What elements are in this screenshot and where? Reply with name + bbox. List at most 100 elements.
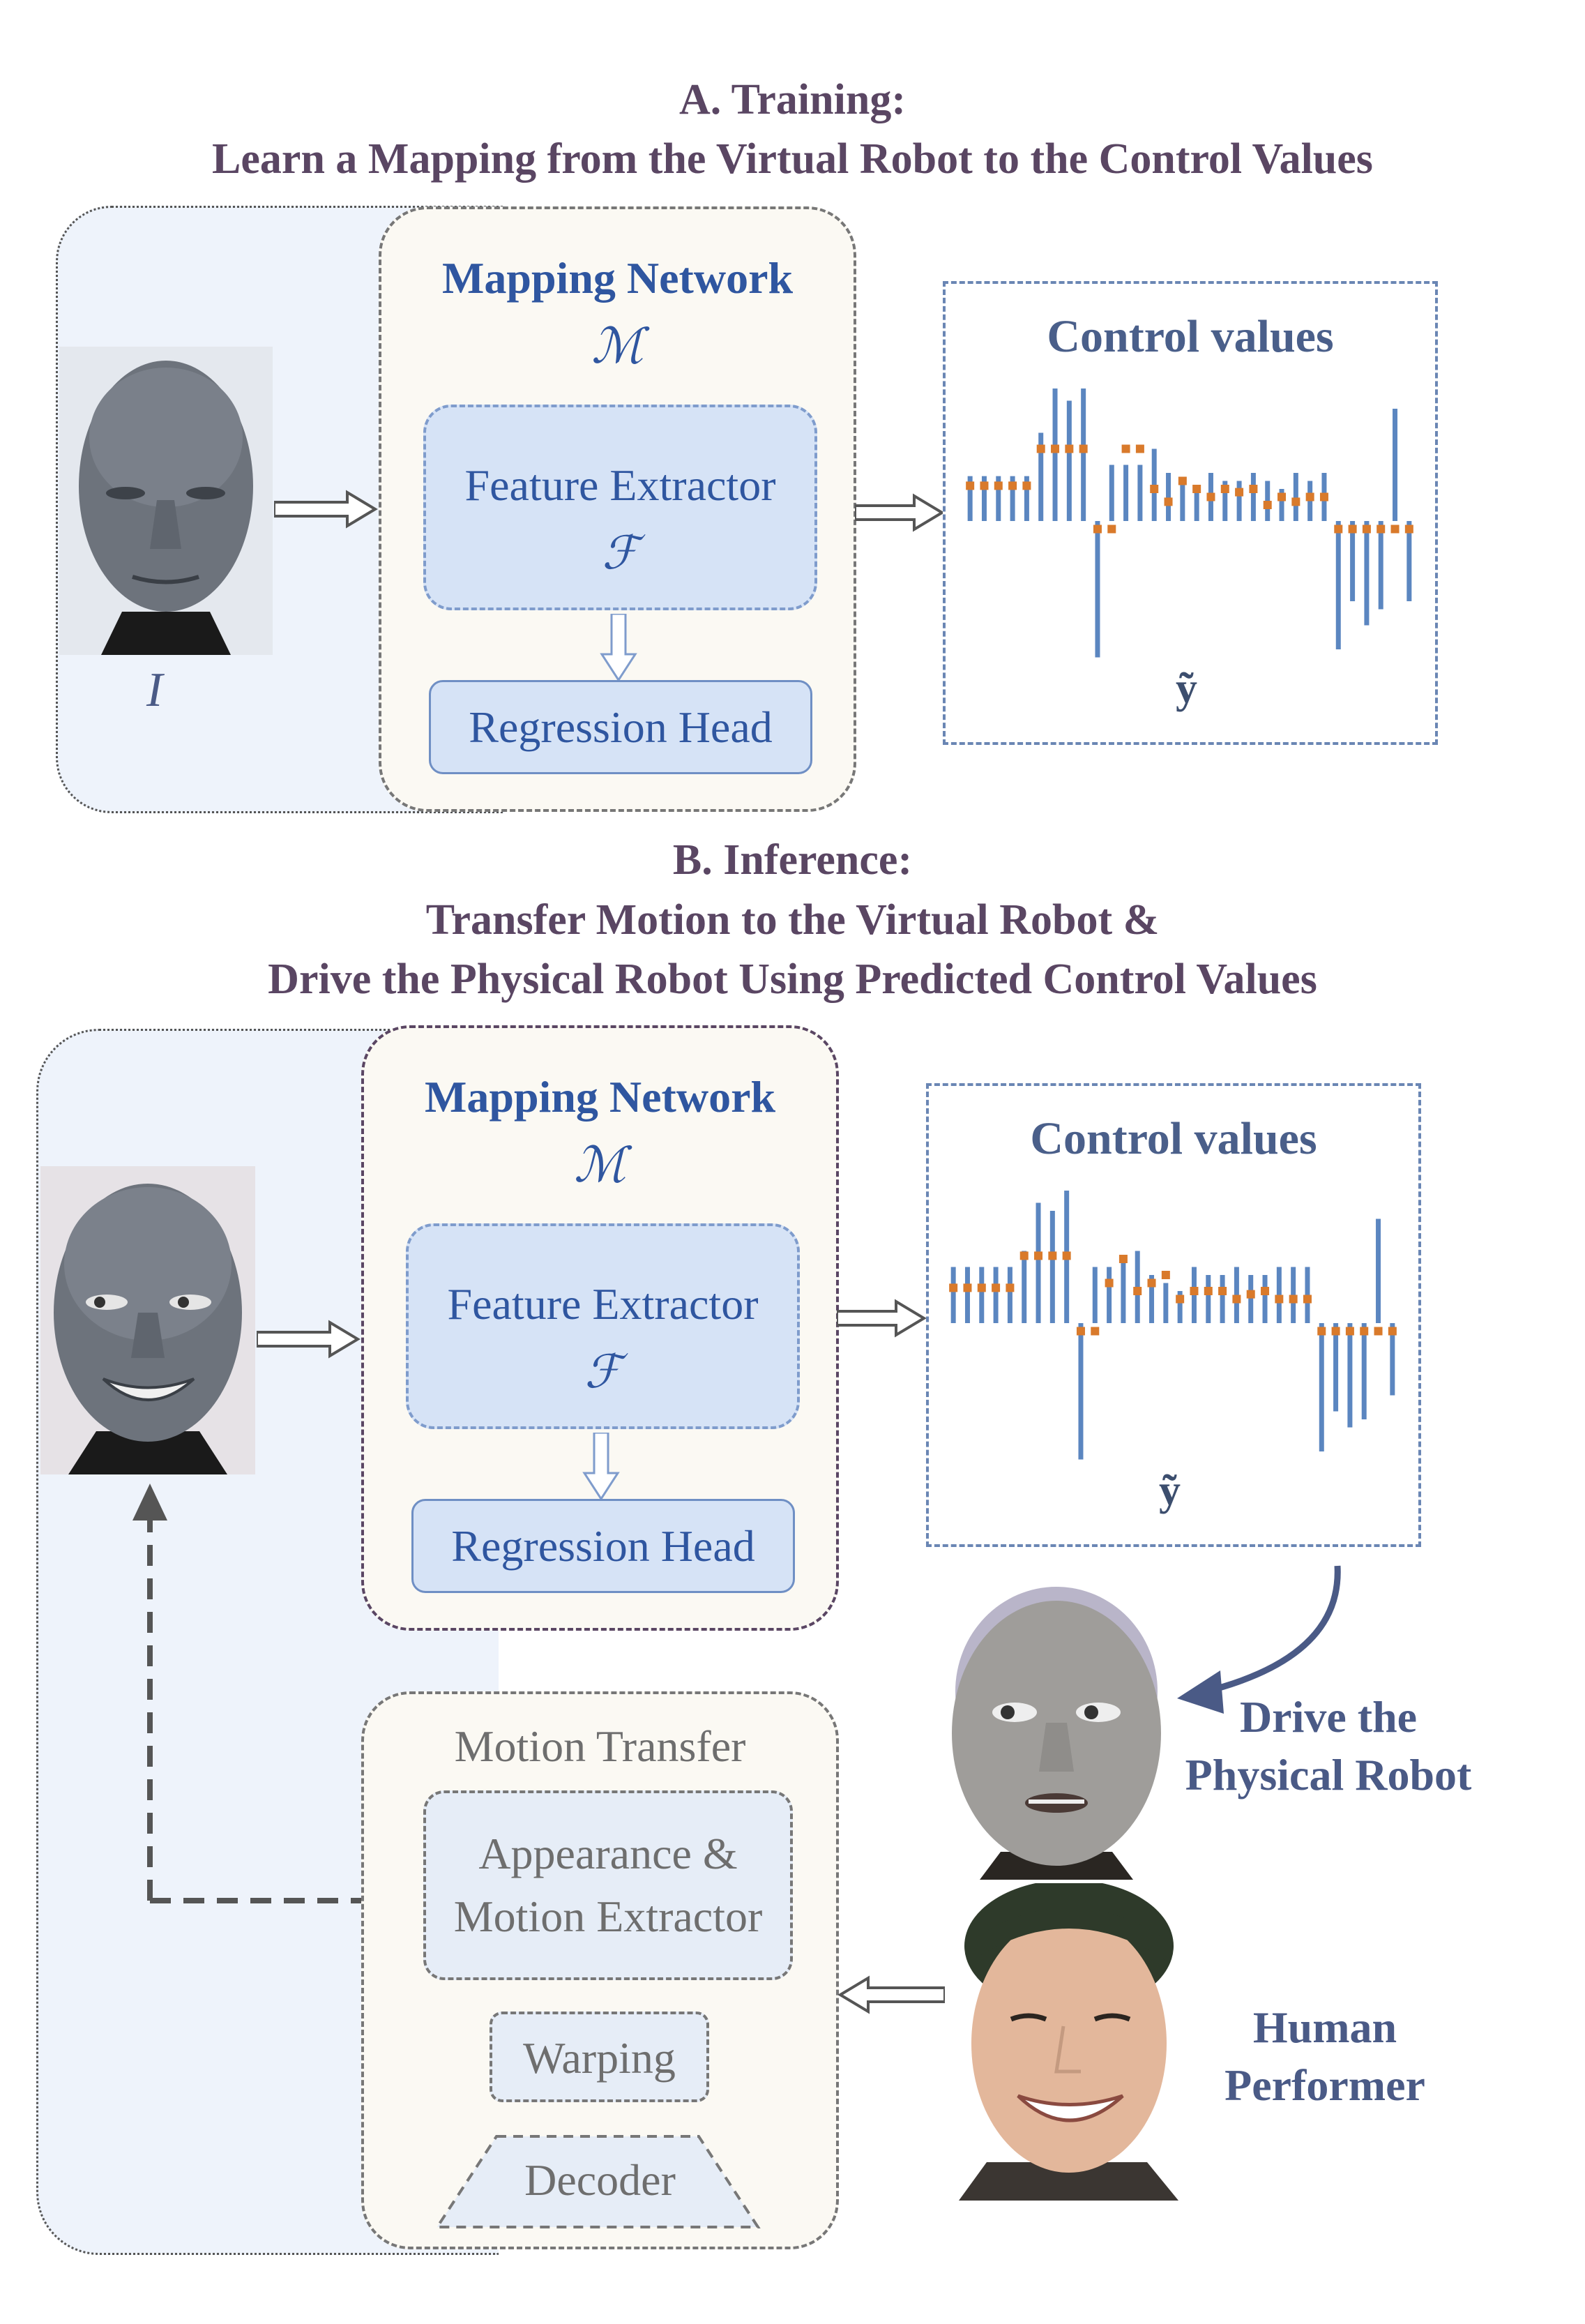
virtual-robot-image: [59, 347, 273, 655]
ground-truth-marker: [1319, 492, 1328, 501]
ground-truth-marker: [949, 1283, 958, 1292]
ground-truth-marker: [1121, 444, 1130, 453]
output-symbol: ỹ: [1176, 665, 1197, 712]
ground-truth-marker: [1048, 1251, 1057, 1260]
ground-truth-marker: [1235, 488, 1244, 497]
ground-truth-marker: [1220, 485, 1229, 493]
ground-truth-marker: [1261, 1287, 1270, 1295]
human-label-line2: Performer: [1224, 2060, 1425, 2111]
feature-extractor-b: Feature Extractor ℱ: [406, 1223, 800, 1429]
section-b-title: B. Inference:: [672, 836, 913, 884]
ground-truth-marker: [1289, 1295, 1298, 1304]
arrow-fe-to-head: [600, 614, 637, 682]
human-label-line1: Human: [1252, 2002, 1397, 2052]
feature-extractor-label: Feature Extractor: [464, 460, 776, 510]
ground-truth-marker: [1019, 1251, 1029, 1260]
motion-transfer-title: Motion Transfer: [454, 1721, 746, 1771]
mapping-network-title: Mapping Network: [424, 1072, 776, 1122]
arrow-values-to-physical-robot: [1177, 1565, 1341, 1714]
drive-label-line1: Drive the: [1239, 1692, 1418, 1742]
arrow-network-to-values: [837, 1299, 927, 1338]
ground-truth-marker: [1161, 1271, 1170, 1279]
ground-truth-marker: [1331, 1327, 1340, 1336]
arrow-fe-to-head: [582, 1433, 620, 1501]
ground-truth-marker: [1377, 525, 1386, 534]
ground-truth-marker: [980, 481, 989, 490]
ground-truth-marker: [1232, 1295, 1241, 1304]
ground-truth-marker: [1249, 485, 1258, 493]
feature-extractor-a: Feature Extractor ℱ: [423, 405, 817, 610]
ground-truth-marker: [1105, 1278, 1114, 1288]
feature-extractor-symbol: ℱ: [584, 1345, 621, 1398]
ground-truth-marker: [966, 481, 975, 490]
feature-extractor-label: Feature Extractor: [447, 1279, 759, 1329]
control-values-chart: [949, 1191, 1397, 1460]
control-values-title: Control values: [1047, 311, 1334, 362]
ground-truth-marker: [1008, 481, 1017, 490]
ground-truth-marker: [1091, 1327, 1100, 1336]
ground-truth-marker: [1147, 1278, 1156, 1288]
decoder-label: Decoder: [524, 2155, 676, 2205]
control-values-chart: [966, 388, 1413, 658]
ground-truth-marker: [1362, 525, 1371, 534]
section-a-title: A. Training:: [679, 76, 906, 123]
ground-truth-marker: [1388, 1327, 1397, 1336]
ground-truth-marker: [1192, 485, 1201, 493]
arrow-network-to-values: [855, 493, 945, 532]
regression-head-label: Regression Head: [469, 702, 773, 752]
ground-truth-marker: [1118, 1255, 1128, 1263]
ground-truth-marker: [1133, 1287, 1142, 1295]
control-values-b: Control values ỹ: [926, 1083, 1421, 1547]
ground-truth-marker: [1334, 525, 1343, 534]
ground-truth-marker: [1190, 1287, 1199, 1295]
ground-truth-marker: [1345, 1327, 1354, 1336]
ground-truth-marker: [1135, 444, 1144, 453]
ground-truth-marker: [1218, 1287, 1227, 1295]
ground-truth-marker: [1246, 1290, 1255, 1299]
ground-truth-marker: [1390, 525, 1400, 534]
ground-truth-marker: [1093, 525, 1102, 534]
appearance-label-line2: Motion Extractor: [453, 1891, 763, 1941]
drive-label-line2: Physical Robot: [1185, 1750, 1472, 1800]
ground-truth-marker: [1404, 525, 1413, 534]
control-values-a: Control values ỹ: [943, 281, 1438, 745]
decoder-block: [434, 2135, 761, 2228]
mapping-network-b: Mapping Network ℳ Feature Extractor ℱ Re…: [361, 1025, 839, 1631]
arrow-image-to-network: [274, 490, 378, 529]
mapping-network-symbol: ℳ: [574, 1136, 626, 1193]
ground-truth-marker: [1034, 1251, 1043, 1260]
human-performer-image: [945, 1883, 1192, 2201]
ground-truth-marker: [1275, 1295, 1284, 1304]
ground-truth-marker: [1305, 492, 1314, 501]
mapping-network-symbol: ℳ: [591, 317, 644, 375]
section-a-subtitle: Learn a Mapping from the Virtual Robot t…: [212, 135, 1373, 183]
arrow-robot-to-network: [257, 1320, 361, 1359]
ground-truth-marker: [1303, 1295, 1312, 1304]
human-performer-label: Human Performer: [1185, 1998, 1464, 2114]
section-b-subtitle-2: Drive the Physical Robot Using Predicted…: [268, 956, 1317, 1003]
regression-head-b: Regression Head: [411, 1499, 795, 1593]
ground-truth-marker: [1022, 481, 1031, 490]
warping-block: Warping: [490, 2012, 709, 2102]
ground-truth-marker: [1076, 1327, 1085, 1336]
motion-transfer-module: Motion Transfer Appearance & Motion Extr…: [361, 1691, 839, 2249]
ground-truth-marker: [1204, 1287, 1213, 1295]
ground-truth-marker: [1036, 444, 1045, 453]
control-values-title: Control values: [1030, 1113, 1317, 1164]
ground-truth-marker: [1277, 492, 1287, 501]
regression-head-label: Regression Head: [451, 1521, 755, 1571]
ground-truth-marker: [1291, 497, 1300, 506]
ground-truth-marker: [1150, 485, 1159, 493]
image-symbol: I: [146, 663, 163, 717]
ground-truth-marker: [1065, 444, 1074, 453]
ground-truth-marker: [1206, 492, 1215, 501]
mapping-network-a: Mapping Network ℳ Feature Extractor ℱ Re…: [379, 206, 856, 812]
ground-truth-marker: [1051, 444, 1060, 453]
arrow-human-to-motion-transfer: [837, 1975, 946, 2014]
appearance-label-line1: Appearance &: [478, 1829, 738, 1878]
mapping-network-title: Mapping Network: [441, 253, 794, 303]
ground-truth-marker: [1374, 1327, 1383, 1336]
ground-truth-marker: [1263, 501, 1272, 509]
warping-label: Warping: [523, 2033, 676, 2083]
ground-truth-marker: [992, 1283, 1001, 1292]
